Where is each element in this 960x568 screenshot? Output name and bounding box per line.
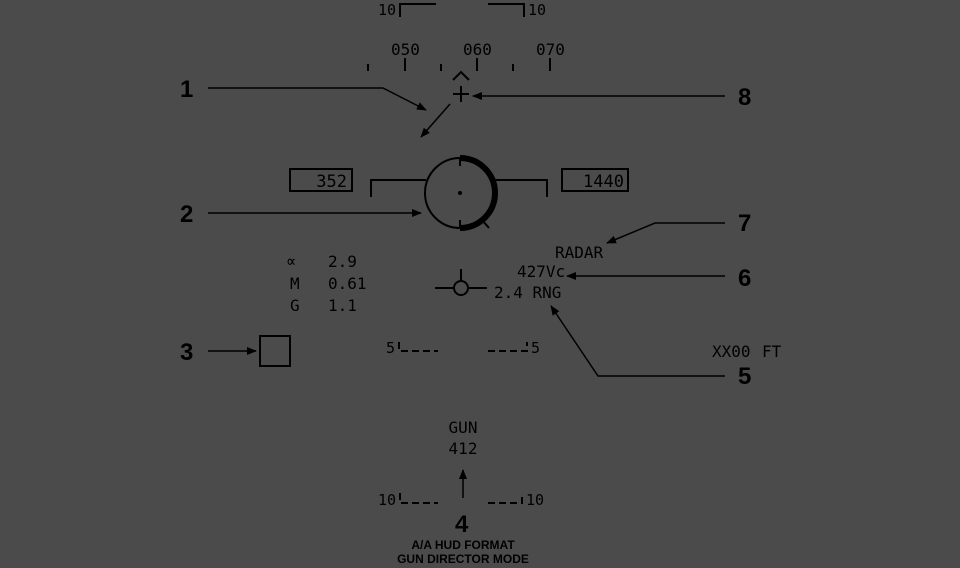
callout-8: 8 (738, 84, 751, 111)
ladder-5-right-bar (488, 342, 528, 352)
caption-line-1: A/A HUD FORMAT (411, 538, 515, 552)
reticle-right-wing (494, 179, 548, 197)
target-range: 2.4 RNG (494, 283, 561, 302)
altitude-readout-unit: FT (762, 342, 782, 361)
leader-lines (208, 87, 725, 498)
top-pitch-ladder: 10 10 (378, 1, 546, 19)
leader-1b (420, 103, 451, 138)
altitude-box: 1440 (561, 168, 629, 192)
leader-1a (208, 87, 427, 111)
heading-label-070: 070 (536, 40, 565, 59)
weapon-status: GUN 412 (449, 418, 478, 458)
ladder-5-right-label: 5 (531, 339, 540, 357)
ladder-10-left-bar (399, 493, 438, 504)
airspeed-value: 352 (316, 172, 347, 192)
airspeed-box: 352 (289, 168, 353, 192)
callout-5: 5 (738, 363, 751, 390)
target-data: RADAR 427Vc 2.4 RNG (494, 243, 604, 302)
callout-2: 2 (180, 201, 193, 228)
leader-7 (606, 222, 725, 244)
top-ladder-left-label: 10 (378, 1, 396, 19)
flight-data-block: ∝ 2.9 M 0.61 G 1.1 (286, 252, 367, 315)
reticle-pipper (458, 191, 462, 195)
heading-ticks (367, 58, 551, 71)
mach-value: 0.61 (328, 274, 367, 293)
velocity-vector-icon (435, 269, 487, 296)
sensor-label: RADAR (555, 243, 604, 262)
callouts: 1 2 3 4 5 6 7 8 (180, 76, 751, 538)
range-bar-arc (459, 155, 498, 231)
boresight-cross-icon (453, 86, 469, 102)
callout-3: 3 (180, 339, 193, 366)
altitude-readout-value: XX00 (712, 342, 751, 361)
ladder-10-left-label: 10 (378, 491, 396, 509)
ladder-5-left-bar (398, 342, 438, 352)
alpha-symbol: ∝ (286, 252, 296, 272)
reticle-left-wing (370, 179, 426, 197)
pitch-ladder-10: 10 10 (378, 491, 544, 509)
gun-reticle (370, 155, 548, 231)
ladder-5-left-label: 5 (386, 339, 395, 357)
closure-rate: 427Vc (517, 262, 565, 281)
altitude-value: 1440 (583, 172, 624, 192)
ladder-10-right-bar (488, 493, 523, 504)
heading-label-060: 060 (463, 40, 492, 59)
top-ladder-right-label: 10 (528, 1, 546, 19)
target-designator-box (259, 335, 291, 367)
callout-1: 1 (180, 76, 193, 103)
g-label: G (290, 296, 300, 315)
alpha-value: 2.9 (328, 252, 357, 271)
callout-7: 7 (738, 210, 751, 237)
top-ladder-right-bar (488, 3, 525, 17)
caption-line-2: GUN DIRECTOR MODE (397, 552, 529, 566)
pitch-ladder-5: 5 5 (386, 339, 540, 357)
weapon-mode: GUN (449, 418, 478, 437)
leader-5 (550, 305, 725, 377)
heading-label-050: 050 (391, 40, 420, 59)
altitude-readout: XX00 FT (712, 342, 782, 361)
heading-caret-icon (452, 70, 470, 81)
g-value: 1.1 (328, 296, 357, 315)
callout-4: 4 (455, 511, 469, 538)
mach-label: M (290, 274, 300, 293)
callout-6: 6 (738, 265, 751, 292)
heading-scale: 050 060 070 (367, 40, 565, 81)
top-ladder-left-bar (399, 3, 436, 17)
rounds-remaining: 412 (449, 439, 478, 458)
ladder-10-right-label: 10 (526, 491, 544, 509)
